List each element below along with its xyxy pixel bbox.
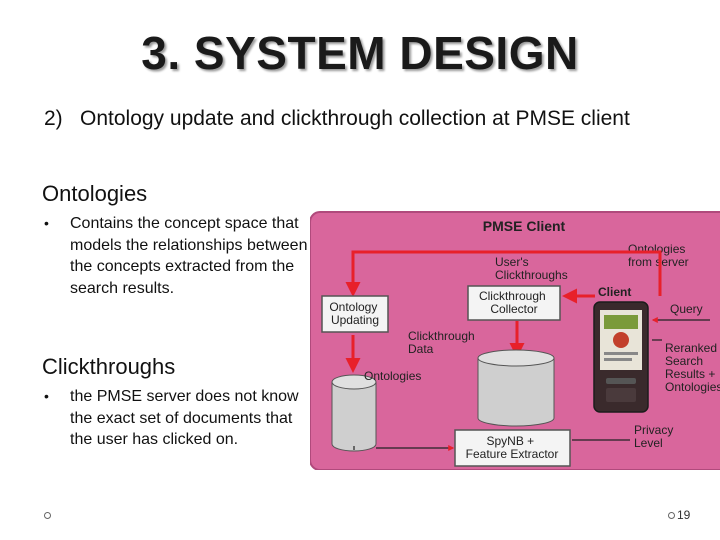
spynb-label: SpyNB + Feature Extractor: [466, 434, 559, 461]
slide-title: 3. SYSTEM DESIGN: [141, 27, 579, 79]
spynb-box: [454, 429, 571, 467]
slide-number: 19: [677, 508, 691, 522]
clickthrough-data-label: Clickthrough Data: [408, 329, 478, 356]
client-label: Client: [598, 285, 631, 299]
ontologies-database-left: [331, 374, 377, 452]
users-clickthroughs-label: User's Clickthroughs: [495, 255, 568, 282]
section-heading-clickthroughs: Clickthroughs: [42, 354, 176, 379]
privacy-level-label: Privacy Level: [634, 423, 677, 450]
clickthrough-database: [477, 349, 555, 427]
ontology-updating-box: [321, 295, 389, 333]
ontologies-from-server-label: Ontologies from server: [628, 242, 689, 269]
footer-left-dot: [44, 512, 51, 519]
point-text: Ontology update and clickthrough collect…: [80, 107, 630, 130]
pmse-client-diagram: PMSE Client User's Clickthroughs Ontolog…: [310, 210, 720, 470]
bullet-text: the PMSE server does not know the exact …: [70, 388, 299, 448]
clickthrough-collector-label: Clickthrough Collector: [479, 289, 549, 316]
bullet-text: Contains the concept space that models t…: [70, 215, 308, 297]
arrow-server-to-updating: [345, 250, 662, 297]
point-number: 2): [44, 107, 63, 130]
bullet-marker: •: [44, 215, 49, 231]
phone-icon: [593, 301, 649, 413]
reranked-results-label: Reranked Search Results + Ontologies: [665, 341, 720, 394]
query-label: Query: [670, 302, 703, 316]
section-heading-ontologies: Ontologies: [42, 181, 148, 206]
bullet-marker: •: [44, 388, 49, 404]
ontology-updating-label: Ontology Updating: [329, 300, 380, 327]
clickthrough-collector-box: [467, 285, 561, 321]
footer-right-dot: [668, 512, 675, 519]
ontologies-db-label: Ontologies: [364, 369, 421, 383]
diagram-title: PMSE Client: [483, 218, 566, 234]
